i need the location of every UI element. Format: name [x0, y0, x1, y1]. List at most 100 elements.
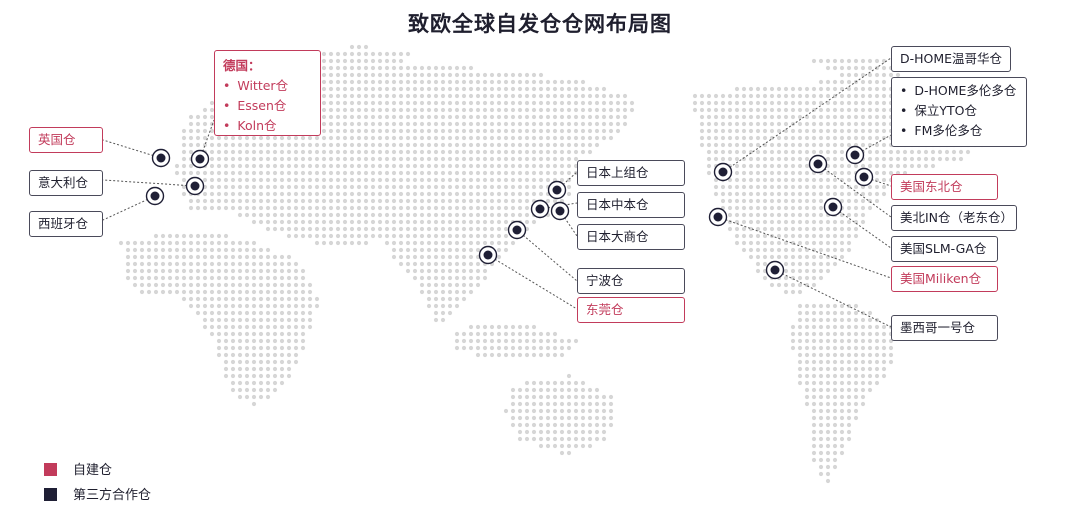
map-dot: [538, 142, 544, 148]
map-dot: [468, 72, 474, 78]
map-dot: [524, 331, 530, 337]
map-dot: [489, 226, 495, 232]
map-dot: [832, 380, 838, 386]
map-dot: [503, 163, 509, 169]
map-dot: [419, 282, 425, 288]
map-dot: [496, 240, 502, 246]
germany-marker[interactable]: [190, 149, 210, 169]
map-dot: [279, 142, 285, 148]
map-dot: [454, 282, 460, 288]
dhome-vancouver-marker[interactable]: [713, 162, 733, 182]
map-dot: [734, 240, 740, 246]
jp-shanggumi-marker[interactable]: [547, 180, 567, 200]
map-dot: [300, 268, 306, 274]
us-miliken-warehouse-label[interactable]: 美国Miliken仓: [891, 266, 998, 292]
map-dot: [783, 107, 789, 113]
us-in-marker[interactable]: [808, 154, 828, 174]
map-dot: [601, 408, 607, 414]
map-dot: [538, 443, 544, 449]
us-slm-marker[interactable]: [823, 197, 843, 217]
map-dot: [223, 198, 229, 204]
italy-marker[interactable]: [185, 176, 205, 196]
jp-zhongben-marker[interactable]: [530, 199, 550, 219]
uk-warehouse-label[interactable]: 英国仓: [29, 127, 103, 153]
map-dot: [328, 121, 334, 127]
map-dot: [846, 226, 852, 232]
map-dot: [454, 135, 460, 141]
map-dot: [594, 86, 600, 92]
map-dot: [769, 282, 775, 288]
map-dot: [832, 163, 838, 169]
map-dot: [916, 156, 922, 162]
map-dot: [223, 177, 229, 183]
map-dot: [251, 198, 257, 204]
map-dot: [328, 184, 334, 190]
map-dot: [475, 72, 481, 78]
japan-zhongben-warehouse-label[interactable]: 日本中本仓: [577, 192, 685, 218]
map-dot: [804, 268, 810, 274]
map-dot: [580, 93, 586, 99]
map-dot: [440, 191, 446, 197]
map-dot: [272, 212, 278, 218]
map-dot: [769, 198, 775, 204]
map-dot: [853, 163, 859, 169]
japan-shanggumi-warehouse-label[interactable]: 日本上组仓: [577, 160, 685, 186]
map-dot: [531, 401, 537, 407]
ningbo-warehouse-label[interactable]: 宁波仓: [577, 268, 685, 294]
map-dot: [804, 366, 810, 372]
map-dot: [328, 233, 334, 239]
map-dot: [944, 149, 950, 155]
us-in-warehouse-label[interactable]: 美北IN仓（老东仓）: [891, 205, 1017, 231]
map-dot: [377, 226, 383, 232]
map-dot: [853, 219, 859, 225]
map-dot: [258, 331, 264, 337]
us-miliken-marker[interactable]: [708, 207, 728, 227]
map-dot: [258, 184, 264, 190]
italy-warehouse-label[interactable]: 意大利仓: [29, 170, 103, 196]
map-dot: [853, 205, 859, 211]
uk-marker[interactable]: [151, 148, 171, 168]
jp-dashang-marker[interactable]: [550, 201, 570, 221]
map-dot: [251, 394, 257, 400]
map-dot: [272, 338, 278, 344]
toronto-marker[interactable]: [845, 145, 865, 165]
map-dot: [230, 268, 236, 274]
map-dot: [258, 380, 264, 386]
map-dot: [391, 163, 397, 169]
mexico-marker[interactable]: [765, 260, 785, 280]
map-dot: [335, 65, 341, 71]
map-dot: [405, 212, 411, 218]
spain-marker[interactable]: [145, 186, 165, 206]
map-dot: [524, 184, 530, 190]
map-dot: [552, 408, 558, 414]
map-dot: [965, 149, 971, 155]
map-dot: [419, 79, 425, 85]
map-dot: [307, 135, 313, 141]
map-dot: [468, 135, 474, 141]
dongguan-marker[interactable]: [478, 245, 498, 265]
japan-dashang-warehouse-label[interactable]: 日本大商仓: [577, 224, 685, 250]
map-dot: [314, 184, 320, 190]
spain-warehouse-label[interactable]: 西班牙仓: [29, 211, 103, 237]
map-dot: [846, 219, 852, 225]
toronto-warehouse-box[interactable]: D-HOME多伦多仓 保立YTO仓 FM多伦多仓: [891, 77, 1027, 147]
map-dot: [384, 205, 390, 211]
dhome-vancouver-warehouse-label[interactable]: D-HOME温哥华仓: [891, 46, 1011, 72]
map-dot: [853, 324, 859, 330]
ningbo-marker[interactable]: [507, 220, 527, 240]
us-northeast-warehouse-label[interactable]: 美国东北仓: [891, 174, 998, 200]
legend-partner: 第三方合作仓: [44, 484, 151, 503]
us-northeast-marker[interactable]: [854, 167, 874, 187]
map-dot: [839, 79, 845, 85]
us-slm-ga-warehouse-label[interactable]: 美国SLM-GA仓: [891, 236, 998, 262]
map-dot: [244, 338, 250, 344]
map-dot: [258, 247, 264, 253]
map-dot: [440, 128, 446, 134]
germany-warehouse-box[interactable]: 德国： Witter仓 Essen仓 Koln仓: [214, 50, 321, 136]
map-dot: [349, 156, 355, 162]
map-dot: [538, 380, 544, 386]
mexico-warehouse-label[interactable]: 墨西哥一号仓: [891, 315, 998, 341]
map-dot: [419, 289, 425, 295]
map-dot: [363, 156, 369, 162]
dongguan-warehouse-label[interactable]: 东莞仓: [577, 297, 685, 323]
